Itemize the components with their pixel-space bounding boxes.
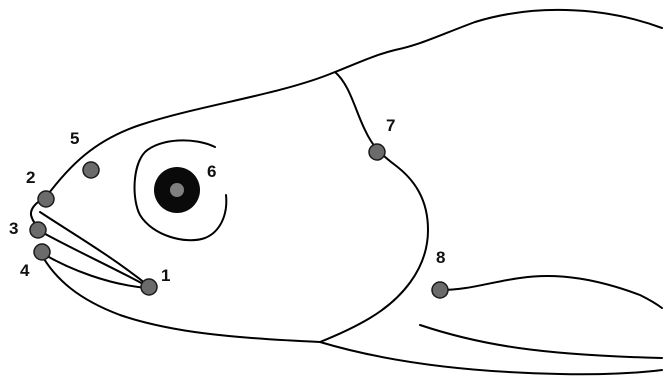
landmark-dot-8: [432, 282, 448, 298]
landmark-label-8: 8: [436, 248, 445, 267]
landmark-label-5: 5: [70, 129, 79, 148]
landmark-dot-2: [38, 191, 54, 207]
ventral-outline: [40, 252, 662, 374]
landmark-dots: [30, 144, 448, 298]
landmark-label-4: 4: [20, 261, 30, 280]
landmark-dot-3: [30, 222, 46, 238]
landmark-label-7: 7: [386, 116, 395, 135]
landmark-dot-5: [83, 162, 99, 178]
pectoral-fin-lower: [420, 325, 662, 358]
landmark-dot-1: [141, 279, 157, 295]
landmark-label-1: 1: [161, 266, 170, 285]
landmark-label-3: 3: [9, 219, 18, 238]
lower-jaw-line: [40, 252, 148, 288]
eye-center: [170, 183, 184, 197]
operculum-outline: [320, 72, 428, 342]
landmark-dot-7: [369, 144, 385, 160]
landmark-label-2: 2: [26, 168, 35, 187]
landmark-dot-4: [34, 244, 50, 260]
pectoral-fin-upper: [440, 276, 662, 308]
landmark-label-6: 6: [207, 162, 216, 181]
